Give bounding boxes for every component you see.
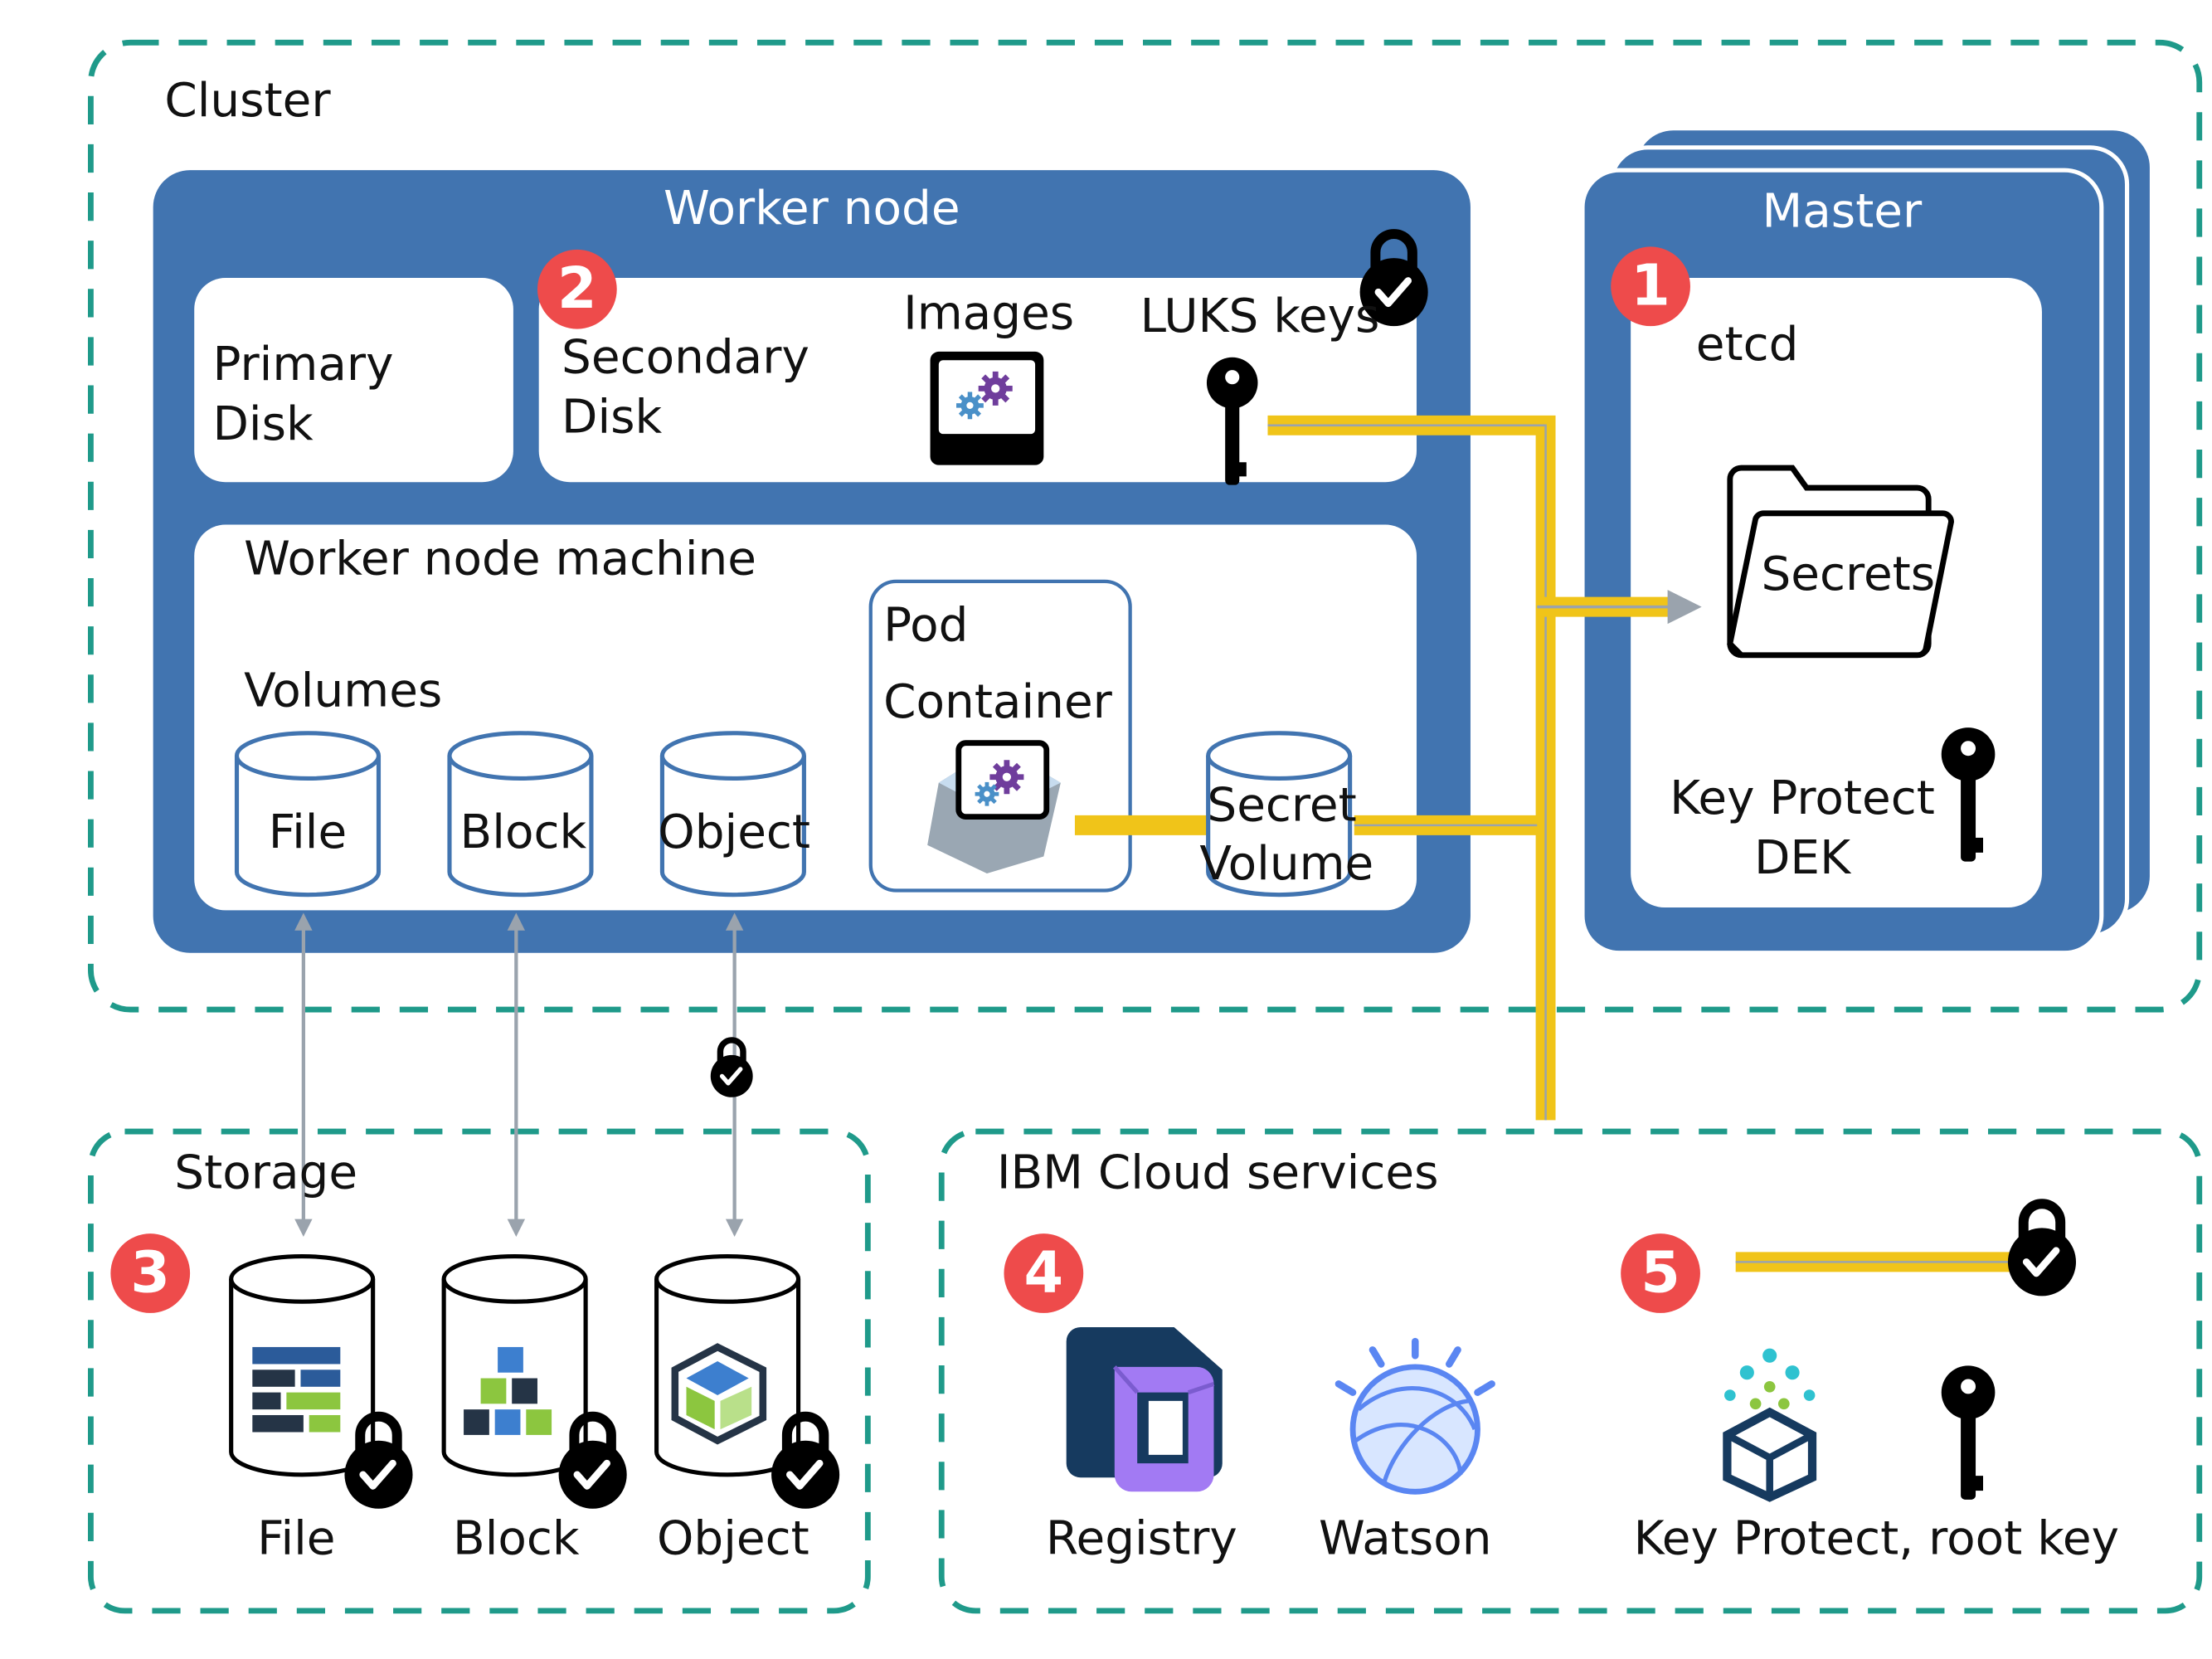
cluster-border — [88, 39, 2203, 1013]
worker-machine-title: Worker node machine — [244, 530, 756, 586]
volume-file-label: File — [268, 804, 348, 859]
storage-file-cylinder — [231, 1257, 373, 1475]
volumes-label: Volumes — [244, 662, 443, 718]
worker-node-title: Worker node — [664, 180, 960, 236]
ibm-cloud-border — [938, 1128, 2203, 1614]
primary-disk-box — [194, 278, 513, 483]
secondary-disk-label-line2: Disk — [562, 388, 663, 445]
key-protect-service-icon — [1723, 1348, 1817, 1502]
cluster-title: Cluster — [164, 72, 331, 128]
images-label: Images — [903, 285, 1075, 341]
key-protect-root-key-label: Key Protect, root key — [1633, 1510, 2119, 1566]
storage-title: Storage — [174, 1144, 358, 1200]
kp-service-lock-icon — [2008, 1204, 2076, 1296]
kp-dek-label-line2: DEK — [1753, 829, 1851, 885]
registry-icon — [1066, 1326, 1223, 1492]
block-storage-icon — [464, 1346, 552, 1435]
etcd-label: etcd — [1695, 316, 1799, 372]
badge-4: 4 — [1004, 1233, 1084, 1313]
secret-volume-label-line1: Secret — [1207, 776, 1357, 833]
master-title: Master — [1762, 182, 1923, 239]
badge-3: 3 — [110, 1233, 191, 1313]
watson-icon — [1334, 1337, 1495, 1495]
connector-lines — [1074, 415, 2020, 1272]
ibm-cloud-title: IBM Cloud services — [996, 1144, 1439, 1200]
container-icon — [927, 740, 1061, 873]
secrets-folder-icon — [1727, 465, 1954, 659]
secret-volume-label-line2: Volume — [1199, 834, 1374, 891]
volume-object-label: Object — [658, 804, 811, 859]
object-storage-icon — [671, 1343, 767, 1445]
luks-keys-label: LUKS keys — [1140, 288, 1380, 343]
storage-file-label: File — [257, 1510, 336, 1566]
container-label: Container — [883, 673, 1112, 729]
watson-label: Watson — [1319, 1510, 1492, 1566]
pod-label: Pod — [883, 596, 969, 653]
secondary-disk-label-line1: Secondary — [562, 328, 809, 385]
kp-dek-label-line1: Key Protect — [1670, 770, 1935, 825]
badge-5: 5 — [1621, 1233, 1700, 1313]
primary-disk-label-line2: Disk — [212, 395, 314, 451]
primary-disk-label-line1: Primary — [212, 336, 394, 392]
kp-root-key-icon — [1941, 1365, 1996, 1500]
file-storage-icon — [252, 1346, 341, 1433]
badge-2: 2 — [537, 249, 617, 329]
images-icon — [930, 351, 1044, 465]
object-transfer-lock-icon — [711, 1040, 753, 1097]
storage-border — [88, 1128, 871, 1614]
volume-block-label: Block — [459, 804, 587, 859]
storage-object-label: Object — [657, 1510, 809, 1566]
badge-1: 1 — [1611, 246, 1690, 327]
secrets-label: Secrets — [1761, 546, 1936, 601]
registry-label: Registry — [1045, 1510, 1237, 1566]
storage-block-label: Block — [453, 1510, 580, 1566]
